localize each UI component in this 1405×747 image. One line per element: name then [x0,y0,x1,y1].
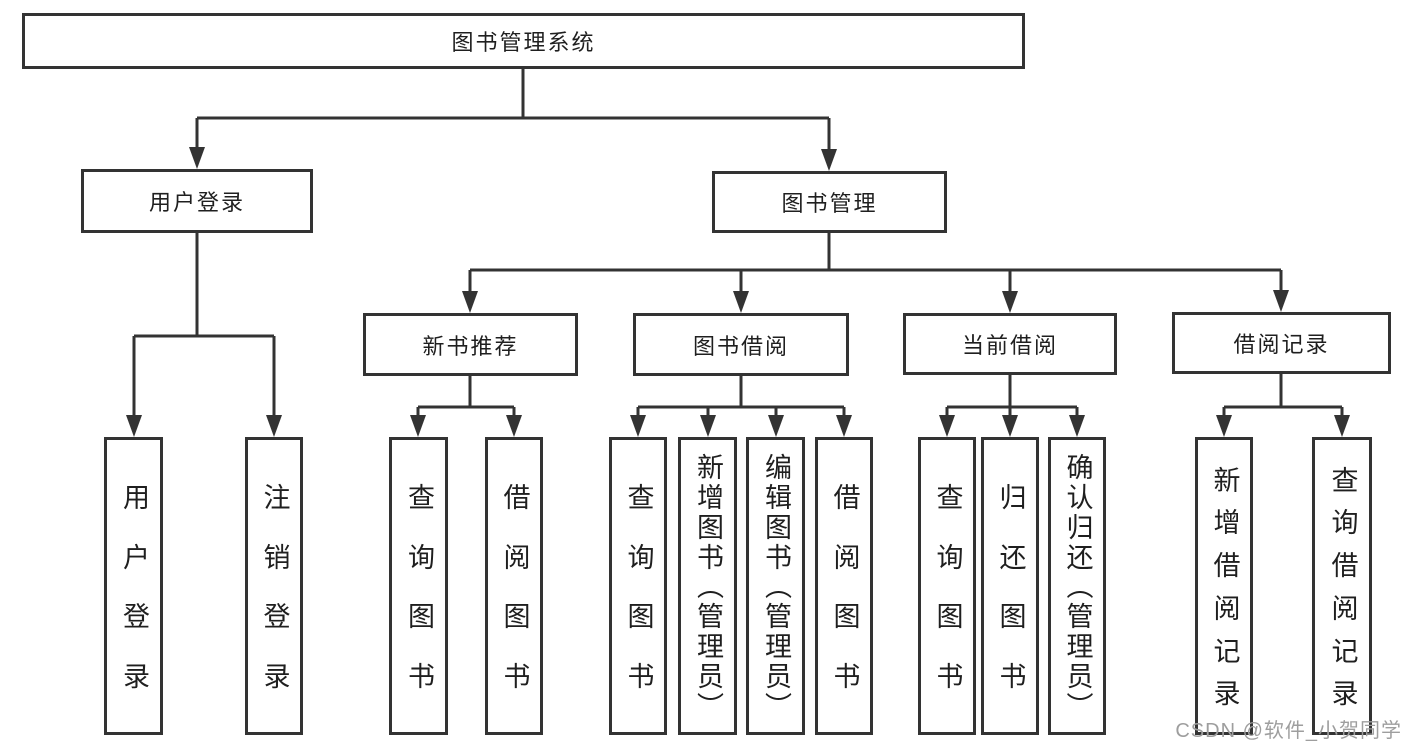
leaf-user-login: 用户登录 [104,437,163,735]
leaf-query-book-borrow: 查询图书 [609,437,667,735]
node-current-borrow-label: 当前借阅 [961,333,1058,358]
leaf-borrow-book-rec: 借阅图书 [485,437,543,735]
node-user-login: 用户登录 [81,169,313,233]
leaf-user-login-label: 用户登录 [119,482,149,690]
connector-current-borrow-children [939,375,1085,437]
leaf-add-book-admin: 新增图书（管理员） [678,437,737,735]
leaf-query-book-borrow-label: 查询图书 [623,482,654,690]
leaf-query-borrow-record: 查询借阅记录 [1312,437,1372,735]
leaf-query-book-current-label: 查询图书 [932,482,963,690]
node-root-label: 图书管理系统 [451,30,596,55]
node-current-borrow: 当前借阅 [903,313,1117,375]
node-new-book-rec: 新书推荐 [363,313,578,376]
leaf-logout-label: 注销登录 [259,482,290,690]
leaf-borrow-book-borrow-label: 借阅图书 [829,482,860,690]
node-book-mgmt-label: 图书管理 [781,191,878,216]
leaf-return-book: 归还图书 [981,437,1039,735]
node-root: 图书管理系统 [22,13,1025,69]
leaf-edit-book-admin: 编辑图书（管理员） [746,437,805,735]
leaf-add-borrow-record-label: 新增借阅记录 [1209,465,1240,707]
node-user-login-label: 用户登录 [148,190,245,215]
connector-book-mgmt-children [462,233,1289,313]
watermark: CSDN @软件_小贺同学 [1175,720,1402,742]
connector-user-login-children [126,233,282,437]
leaf-borrow-book-rec-label: 借阅图书 [499,482,530,690]
leaf-confirm-return-admin: 确认归还（管理员） [1048,437,1106,735]
leaf-confirm-return-admin-label: 确认归还（管理员） [1062,452,1093,720]
connector-root-to-level2 [189,69,837,171]
connector-new-book-rec-children [410,376,522,437]
node-book-borrow-label: 图书借阅 [692,333,789,359]
node-book-borrow: 图书借阅 [633,313,849,376]
leaf-logout: 注销登录 [245,437,303,735]
leaf-add-borrow-record: 新增借阅记录 [1195,437,1253,735]
leaf-query-book-rec-label: 查询图书 [404,482,434,690]
leaf-query-book-rec: 查询图书 [389,437,448,735]
node-book-mgmt: 图书管理 [712,171,947,233]
node-borrow-record: 借阅记录 [1172,312,1391,374]
leaf-return-book-label: 归还图书 [995,482,1026,690]
node-new-book-rec-label: 新书推荐 [422,333,519,359]
leaf-add-book-admin-label: 新增图书（管理员） [693,452,723,720]
leaf-query-book-current: 查询图书 [918,437,976,735]
leaf-query-borrow-record-label: 查询借阅记录 [1327,465,1358,707]
leaf-edit-book-admin-label: 编辑图书（管理员） [761,452,791,720]
connector-borrow-record-children [1216,374,1350,437]
leaf-borrow-book-borrow: 借阅图书 [815,437,873,735]
node-borrow-record-label: 借阅记录 [1233,332,1330,357]
connector-book-borrow-children [630,376,852,437]
